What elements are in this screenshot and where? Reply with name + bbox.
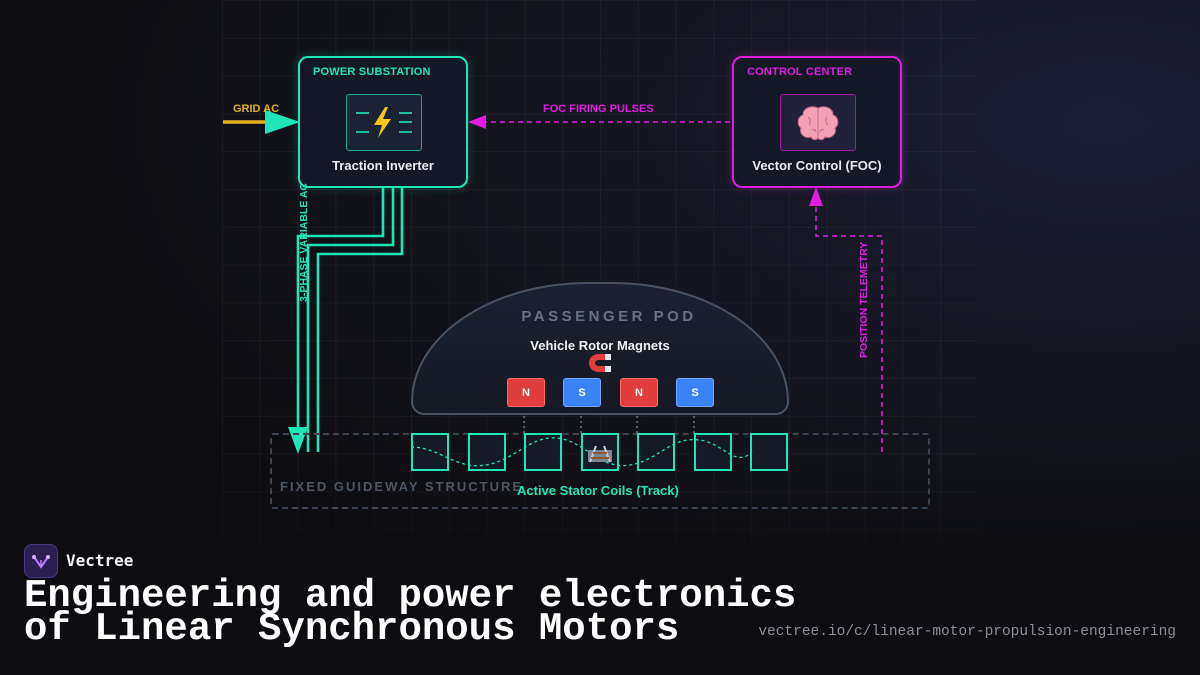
substation-header: POWER SUBSTATION	[313, 66, 431, 78]
substation-title: Traction Inverter	[332, 158, 434, 173]
brand-name: Vectree	[66, 551, 134, 570]
stator-coil	[750, 433, 788, 471]
rotor-pole-south: S	[563, 378, 601, 407]
foc-pulses-label: FOC FIRING PULSES	[543, 103, 654, 115]
magnet-icon	[587, 350, 615, 382]
foc-pulses-arrowhead	[468, 115, 486, 129]
rotor-pole-north: N	[507, 378, 545, 407]
vectree-logo-icon	[24, 544, 58, 578]
guideway-label: FIXED GUIDEWAY STRUCTURE	[280, 479, 524, 494]
phase-c-cable	[316, 188, 404, 452]
title-line-2: of Linear Synchronous Motors	[24, 607, 680, 651]
three-phase-cables	[296, 188, 404, 452]
control-header: CONTROL CENTER	[747, 66, 853, 78]
stator-label: Active Stator Coils (Track)	[517, 483, 679, 498]
telemetry-arrowhead	[809, 187, 823, 206]
grid-ac-arrowhead	[265, 110, 300, 134]
pod-title: PASSENGER POD	[521, 308, 697, 325]
phase-b-cable	[306, 188, 395, 452]
power-substation-box: POWER SUBSTATION Traction Inverter	[298, 56, 468, 188]
pod-subtitle: Vehicle Rotor Magnets	[530, 338, 670, 353]
stator-coil	[524, 433, 562, 471]
source-url: vectree.io/c/linear-motor-propulsion-eng…	[758, 624, 1176, 640]
brain-icon	[780, 94, 856, 151]
stator-coil	[637, 433, 675, 471]
control-title: Vector Control (FOC)	[752, 158, 882, 173]
stator-coil	[411, 433, 449, 471]
phase-a-cable	[296, 188, 385, 428]
telemetry-line	[815, 204, 883, 452]
traveling-wave	[410, 437, 753, 467]
title-line-1: Engineering and power electronics	[24, 574, 797, 618]
control-center-box: CONTROL CENTER Vector Control (FOC)	[732, 56, 902, 188]
grid-ac-label: GRID AC	[233, 103, 280, 115]
lightning-bolt-icon	[346, 94, 422, 151]
rotor-pole-north: N	[620, 378, 658, 407]
railway-track-icon	[586, 442, 614, 472]
rotor-pole-south: S	[676, 378, 714, 407]
page-title: Engineering and power electronics of Lin…	[24, 574, 797, 651]
